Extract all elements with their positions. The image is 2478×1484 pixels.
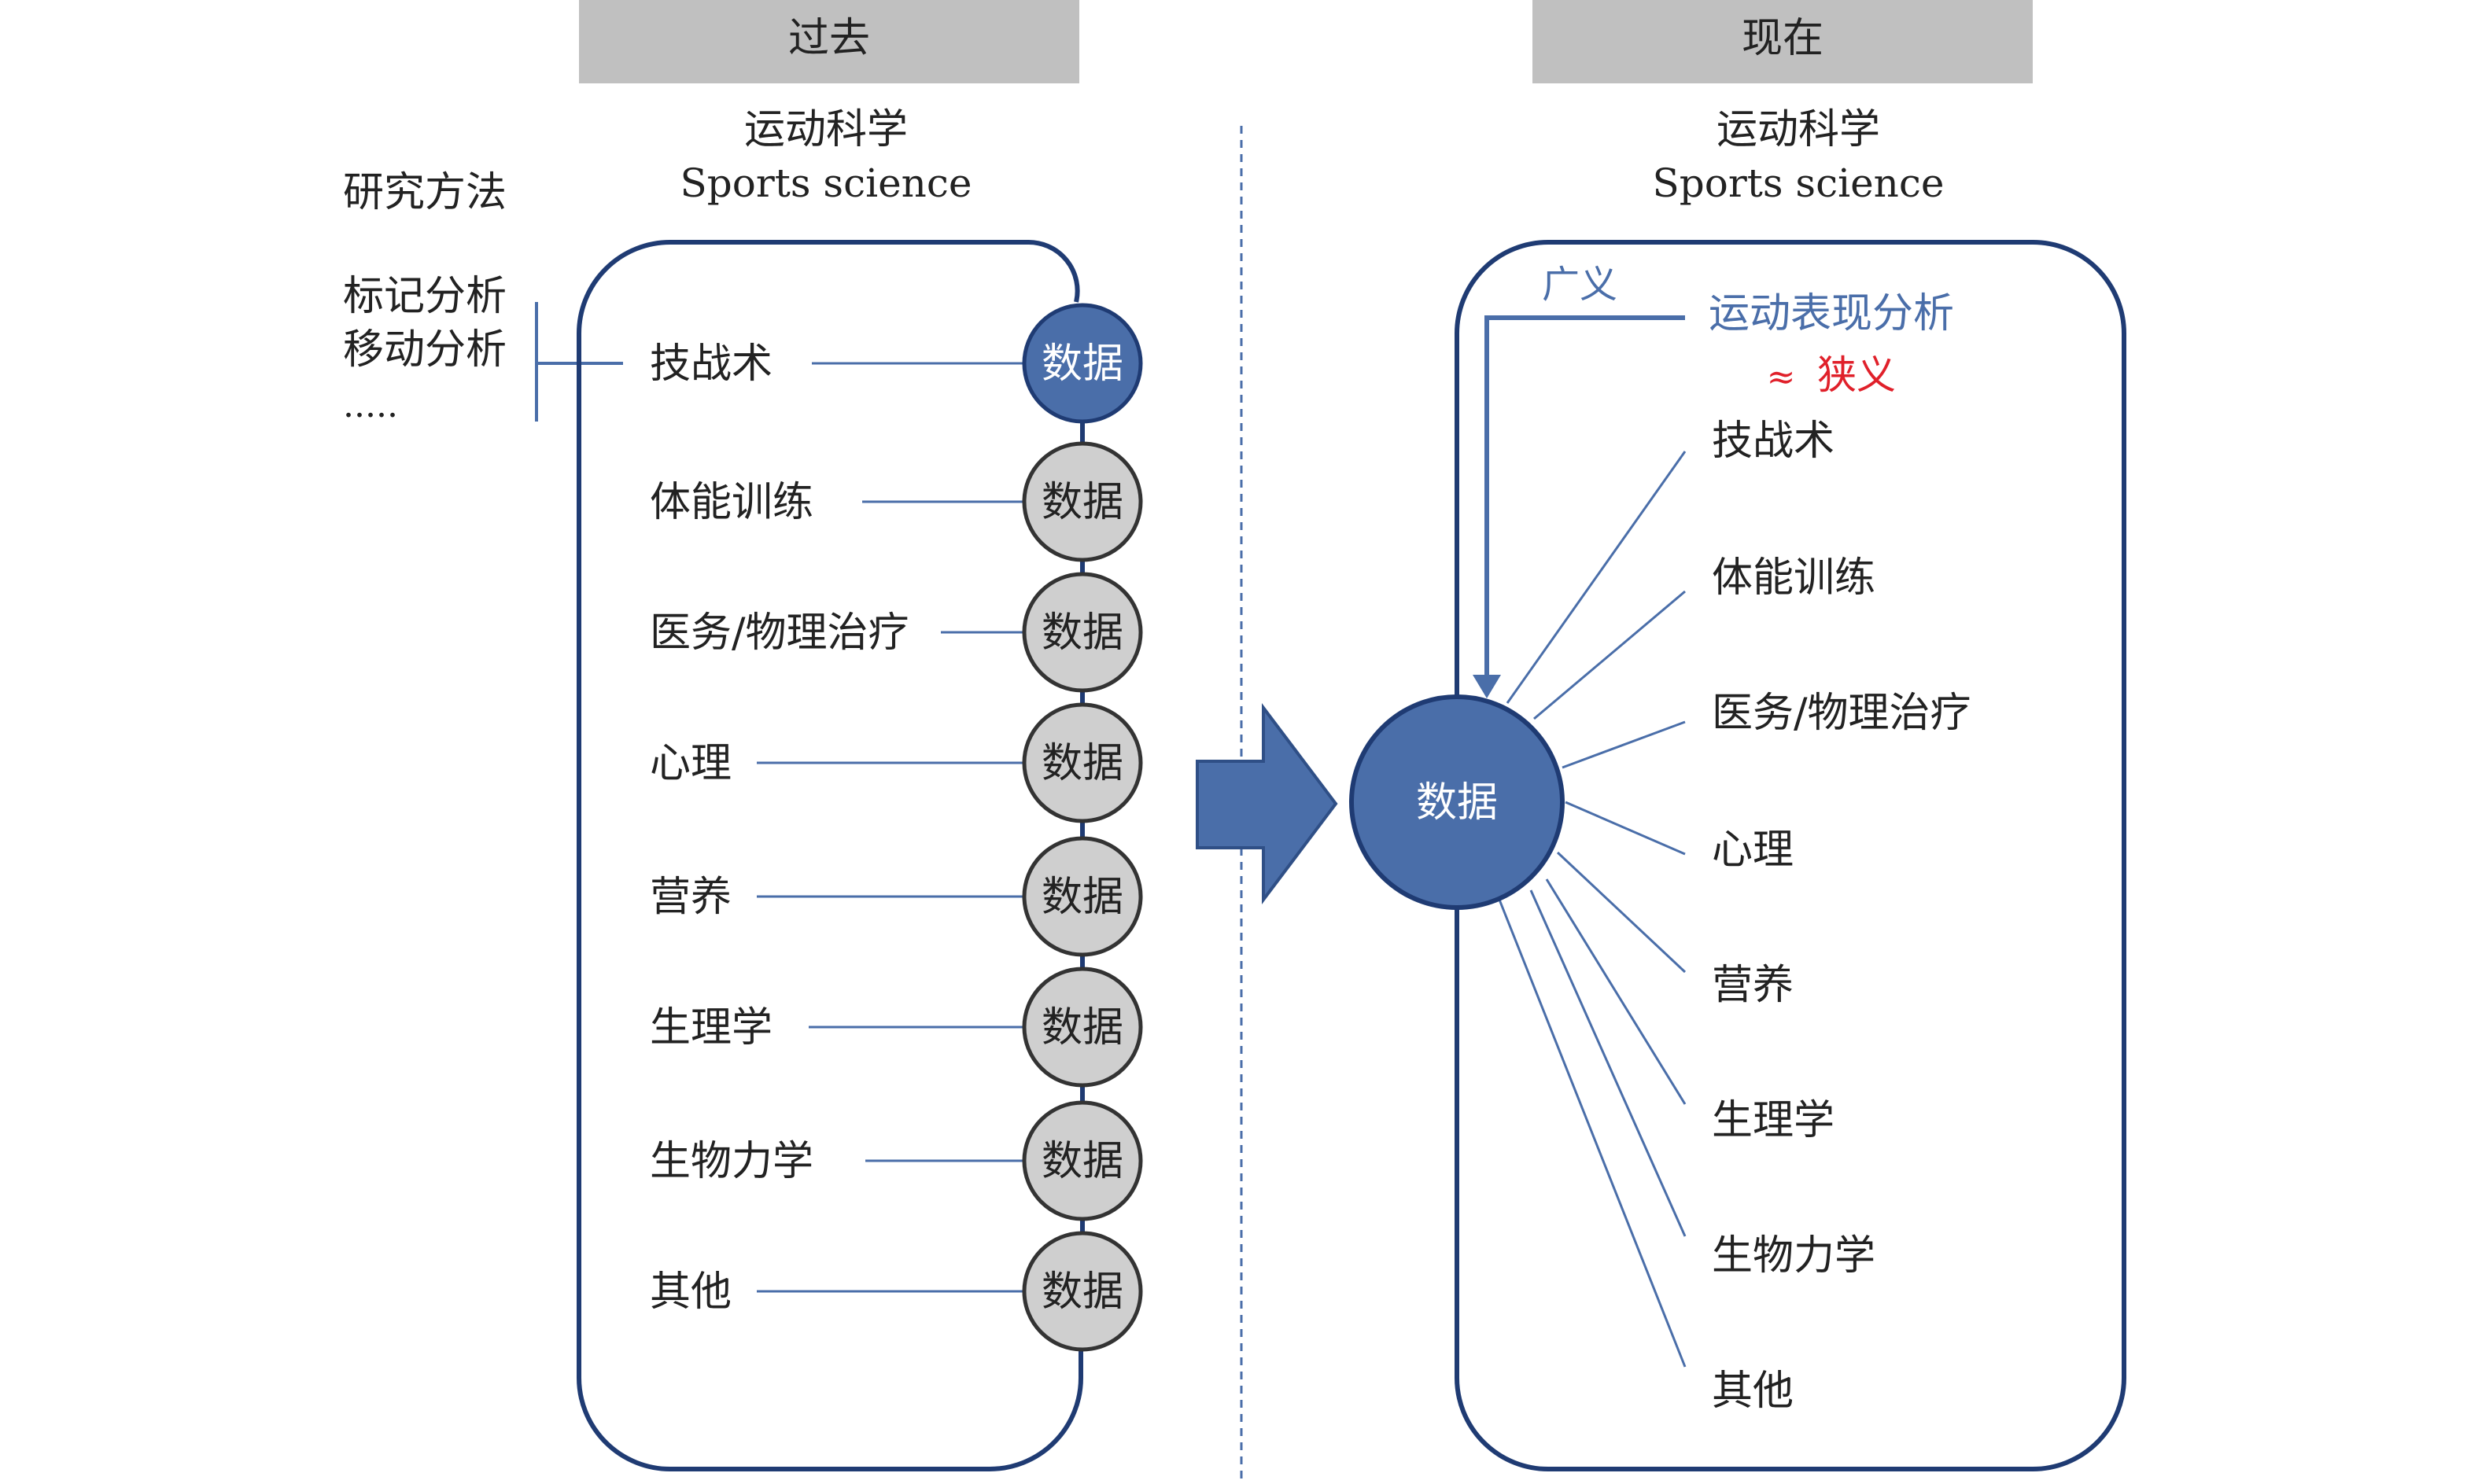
past-discipline-label: 营养 (650, 874, 732, 921)
past-title-cn: 运动科学 (744, 106, 908, 153)
past-data-label: 数据 (1042, 1138, 1123, 1185)
present-ray-line (1565, 801, 1686, 856)
method-item-marker: 标记分析 (343, 273, 507, 320)
present-discipline-label: 技战术 (1712, 418, 1835, 465)
past-data-label: 数据 (1042, 1269, 1123, 1316)
past-header-box (579, 0, 1079, 83)
past-title-en: Sports science (680, 160, 972, 206)
present-ray-line (1533, 590, 1686, 720)
present-discipline-label: 营养 (1712, 962, 1794, 1009)
broad-bracket (1484, 315, 1685, 684)
past-data-label: 数据 (1042, 479, 1123, 526)
narrow-label: 狭义 (1817, 352, 1896, 398)
past-discipline-label: 医务/物理治疗 (650, 609, 909, 657)
present-rays (1498, 451, 1687, 1368)
past-discipline-label: 体能训练 (650, 479, 813, 526)
present-data-node (1349, 694, 1565, 910)
present-ray-line (1556, 851, 1687, 974)
past-data-label: 数据 (1042, 740, 1123, 787)
present-ray-line (1498, 899, 1687, 1368)
present-discipline-label: 生理学 (1712, 1097, 1835, 1144)
present-container (1455, 240, 2126, 1471)
past-data-label: 数据 (1042, 341, 1123, 388)
past-data-node (1022, 967, 1143, 1088)
present-header-box (1532, 0, 2033, 83)
past-container (577, 239, 1083, 1471)
past-data-node (1022, 572, 1143, 693)
present-title-en: Sports science (1653, 160, 1945, 206)
present-ray-line (1529, 889, 1687, 1237)
transition-arrow-icon (1196, 703, 1338, 904)
present-ray-line (1545, 878, 1687, 1105)
present-discipline-label: 其他 (1712, 1368, 1794, 1415)
past-discipline-label: 生理学 (650, 1004, 773, 1051)
broad-arrow-head-icon (1473, 675, 1501, 698)
past-header: 过去 (788, 15, 870, 62)
past-data-node (1022, 702, 1143, 823)
past-data-node (1022, 303, 1143, 424)
past-discipline-label: 生物力学 (650, 1138, 813, 1185)
past-data-label: 数据 (1042, 1004, 1123, 1051)
past-discipline-label: 其他 (650, 1269, 732, 1316)
past-data-node (1022, 1100, 1143, 1221)
past-rows: 技战术数据体能训练数据医务/物理治疗数据心理数据营养数据生理学数据生物力学数据其… (650, 303, 1143, 1352)
approx-symbol: ≈ (1767, 357, 1796, 397)
present-discipline-label: 心理 (1712, 827, 1794, 874)
performance-analysis-label: 运动表现分析 (1709, 290, 1954, 337)
past-discipline-label: 技战术 (650, 341, 773, 388)
present-discipline-label: 医务/物理治疗 (1712, 690, 1971, 737)
past-data-node (1022, 836, 1143, 957)
past-data-node (1022, 441, 1143, 562)
past-data-label: 数据 (1042, 609, 1123, 657)
present-data-label: 数据 (1416, 779, 1498, 827)
present-ray-line (1562, 720, 1686, 769)
past-discipline-label: 心理 (650, 740, 732, 787)
present-discipline-label: 生物力学 (1712, 1232, 1875, 1280)
present-discipline-label: 体能训练 (1712, 554, 1875, 602)
present-header: 现在 (1742, 15, 1823, 62)
present-ray-line (1506, 451, 1687, 704)
methods-title: 研究方法 (343, 169, 507, 216)
past-data-label: 数据 (1042, 874, 1123, 921)
broad-label: 广义 (1542, 263, 1617, 307)
past-data-node (1022, 1231, 1143, 1352)
present-title-cn: 运动科学 (1717, 106, 1880, 153)
method-item-ellipsis: ..... (343, 385, 398, 425)
method-item-movement: 移动分析 (343, 326, 507, 374)
